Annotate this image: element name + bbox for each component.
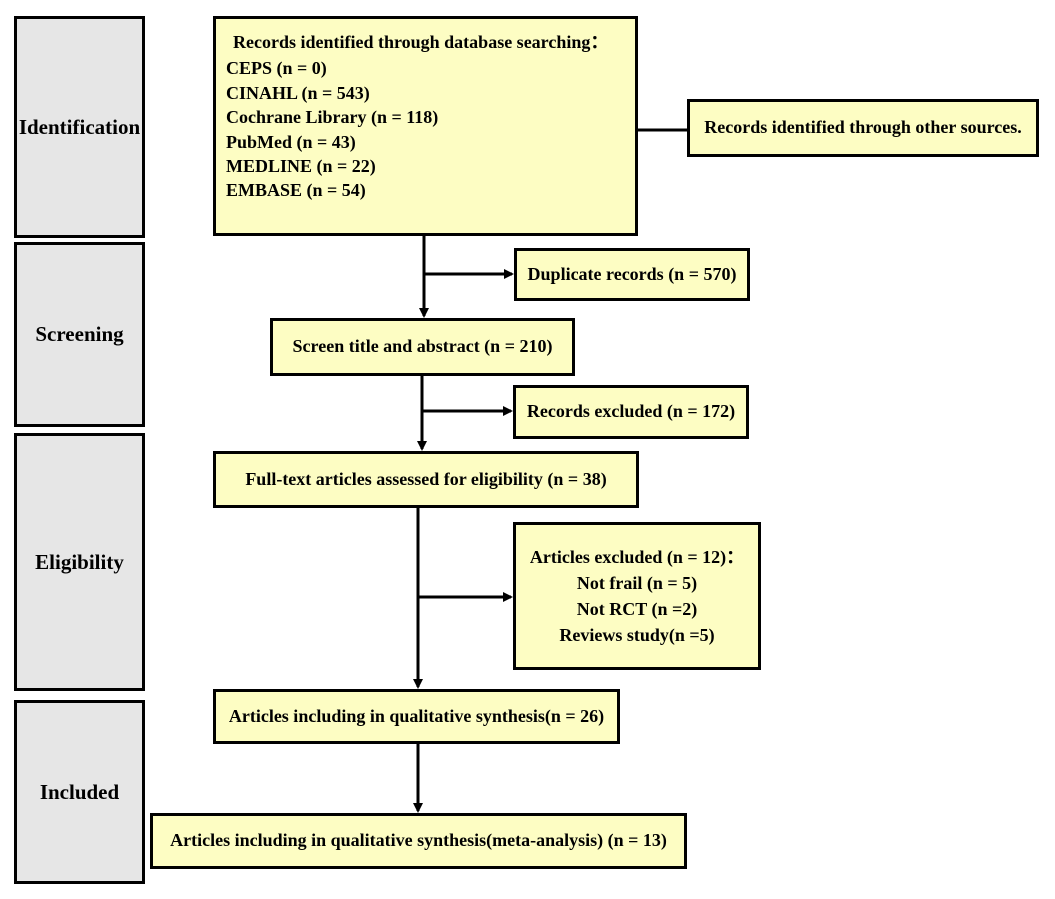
database-item: EMBASE (n = 54) [226,180,366,201]
records-excluded-box: Records excluded (n = 172) [513,385,749,439]
database-item: CINAHL (n = 543) [226,82,370,103]
articles-excluded-heading: Articles excluded (n = 12)： [529,546,745,567]
database-search-box: Records identified through database sear… [213,16,638,236]
stage-eligibility: Eligibility [14,433,145,691]
full-text-box: Full-text articles assessed for eligibil… [213,451,639,508]
database-item: MEDLINE (n = 22) [226,155,376,176]
stage-included: Included [14,700,145,884]
qualitative-synthesis-box: Articles including in qualitative synthe… [213,689,620,744]
meta-analysis-box: Articles including in qualitative synthe… [150,813,687,869]
database-item: PubMed (n = 43) [226,131,356,152]
database-item: CEPS (n = 0) [226,58,327,79]
exclusion-reason: Not RCT (n =2) [576,599,698,619]
screen-box: Screen title and abstract (n = 210) [270,318,575,376]
database-search-heading: Records identified through database sear… [233,32,609,52]
articles-excluded-box: Articles excluded (n = 12)： Not frail (n… [513,522,761,670]
database-item: Cochrane Library (n = 118) [226,107,439,128]
duplicates-box: Duplicate records (n = 570) [514,248,750,301]
exclusion-reason: Reviews study(n =5) [559,625,715,646]
stage-screening: Screening [14,242,145,427]
stage-identification: Identification [14,16,145,238]
other-sources-box: Records identified through other sources… [687,99,1039,157]
exclusion-reason: Not frail (n = 5) [576,572,698,593]
